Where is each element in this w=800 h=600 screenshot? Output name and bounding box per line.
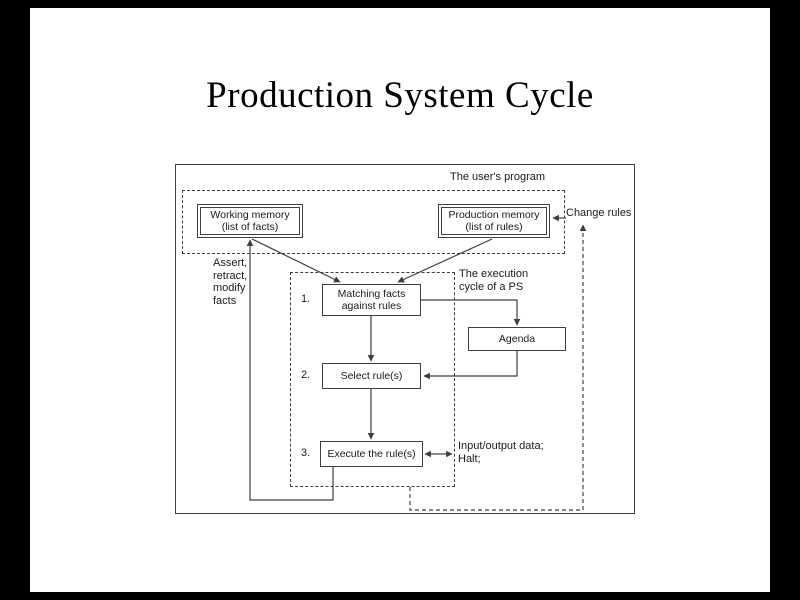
diagram-outer-frame [175, 164, 635, 514]
assert-note-line1: Assert, [213, 257, 248, 269]
production-memory-box-inner: Production memory (list of rules) [441, 207, 547, 235]
step2-number: 2. [301, 369, 311, 381]
production-memory-box: Production memory (list of rules) [438, 204, 550, 238]
assert-note-line2: retract, [213, 269, 248, 282]
io-note-line1: Input/output data; [458, 440, 544, 452]
matching-facts-line1: Matching facts [337, 288, 406, 300]
assert-note-line3: modify [213, 282, 246, 294]
working-memory-line2: (list of facts) [221, 221, 279, 233]
working-memory-line1: Working memory [210, 209, 290, 221]
select-rules-label: Select rule(s) [340, 370, 403, 382]
working-memory-box-inner: Working memory (list of facts) [200, 207, 300, 235]
working-memory-box: Working memory (list of facts) [197, 204, 303, 238]
execute-rules-label: Execute the rule(s) [327, 448, 416, 460]
select-rules-box: Select rule(s) [322, 363, 421, 389]
slide-title: Production System Cycle [206, 75, 594, 116]
user-program-label: The user's program [450, 171, 546, 183]
execution-cycle-label-line1: The execution [459, 268, 529, 280]
matching-facts-line2: against rules [341, 300, 402, 312]
io-note: Input/output data; Halt; [458, 440, 544, 465]
matching-facts-box: Matching facts against rules [322, 284, 421, 316]
agenda-box: Agenda [468, 327, 566, 351]
step1-number: 1. [301, 293, 311, 305]
assert-retract-note: Assert, retract, modify facts [213, 257, 247, 307]
change-rules-label: Change rules [566, 207, 632, 219]
execution-cycle-label-line2: cycle of a PS [459, 280, 524, 293]
production-memory-line2: (list of rules) [465, 221, 523, 233]
production-memory-line1: Production memory [448, 209, 540, 221]
agenda-label: Agenda [498, 333, 536, 345]
io-note-line2: Halt; [458, 452, 481, 465]
assert-note-line4: facts [213, 294, 237, 307]
step3-number: 3. [301, 447, 311, 459]
execute-rules-box: Execute the rule(s) [320, 441, 423, 467]
execution-cycle-label: The execution cycle of a PS [459, 268, 528, 293]
user-program-dashed-box [182, 190, 565, 254]
